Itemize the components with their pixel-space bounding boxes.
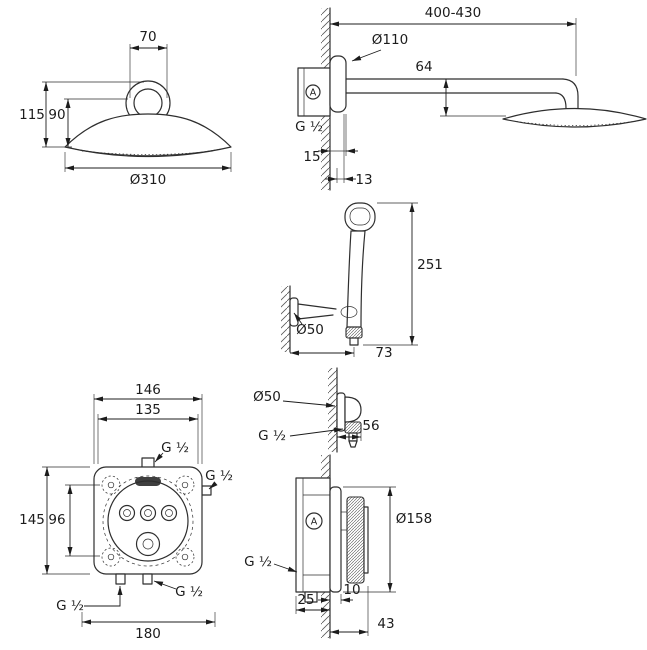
dim-plate-height-outer: 145: [19, 512, 45, 528]
bottom-port-stub-right: [142, 573, 153, 585]
dim-union-diameter: Ø50: [253, 389, 281, 405]
dim-holder-projection: 73: [375, 345, 392, 361]
in-wall-arm-body: [297, 67, 331, 117]
hose-nut: [345, 326, 363, 339]
union-nut: [344, 421, 362, 434]
dim-plate-width-inner: 135: [135, 402, 161, 418]
hose-nipple: [349, 337, 359, 346]
shower-arm-side-view: A 400-430 Ø110 64 G ½ 15 13: [295, 5, 647, 191]
dim-recess-width: 180: [135, 626, 161, 642]
wall-hatch: [328, 368, 337, 452]
dim-head-height-outer: 115: [19, 107, 45, 123]
bottom-supply-stub: [304, 591, 318, 603]
marker-a-circle: [305, 512, 323, 530]
hand-shower-head: [344, 202, 376, 232]
handle-front-face: [363, 506, 369, 574]
marker-a-label: A: [310, 88, 317, 99]
hand-shower-handle: [346, 230, 366, 328]
arm-elbow-inner: [555, 92, 567, 109]
select-button-right: [160, 504, 178, 522]
dim-head-height-inner: 90: [48, 107, 65, 123]
wall-union-view: Ø50 G ½ 56: [253, 367, 380, 453]
hand-shower-face: [349, 207, 371, 226]
dim-holder-diameter: Ø50: [296, 322, 324, 338]
side-escutcheon: [329, 486, 342, 593]
arm-elbow-outer: [562, 78, 579, 109]
head-dome-side: [502, 107, 647, 128]
knurled-handle: [346, 496, 365, 584]
union-cone: [348, 440, 358, 448]
dim-flange-depth: 15: [303, 149, 320, 165]
wall-hatch: [281, 286, 290, 352]
dim-hand-shower-height: 251: [417, 257, 443, 273]
trim-sleeve: [107, 480, 189, 562]
head-dome: [64, 113, 232, 158]
dim-flange-diameter: Ø110: [372, 32, 408, 48]
thread-bottom-left-label: G ½: [56, 598, 84, 614]
arm-thread-label: G ½: [295, 119, 323, 135]
dim-head-mount-width: 70: [139, 29, 156, 45]
mixer-trim-front-view: 146 135 G ½ 145 96 G ½ G ½ G ½ 180: [19, 382, 233, 642]
union-escutcheon: [336, 392, 346, 432]
dim-escutcheon-diameter: Ø158: [396, 511, 432, 527]
bottom-port-stub-left: [115, 573, 126, 585]
holder-bracket: [297, 303, 337, 320]
dim-flange-offset: 13: [355, 172, 372, 188]
thermostat-knob: [135, 531, 161, 557]
dim-plate-height-inner: 96: [48, 512, 65, 528]
union-thread-label: G ½: [258, 428, 286, 444]
marker-a-circle: [305, 84, 321, 100]
dim-escutcheon-depth: 10: [343, 582, 360, 598]
holder-clamp: [340, 306, 358, 318]
select-button-center: [139, 504, 157, 522]
dim-head-drop: 64: [415, 59, 432, 75]
dim-union-projection: 56: [362, 418, 379, 434]
mixer-thread-label: G ½: [244, 554, 272, 570]
hand-shower-view: 251 Ø50 73: [281, 202, 443, 361]
arm-wall-flange: [329, 55, 347, 113]
dim-handle-projection: 43: [377, 616, 394, 632]
union-body: [344, 396, 362, 423]
mixer-valve-side-view: A G ½ Ø158 25 10 43: [244, 454, 432, 639]
shower-head-front-view: 70 115 90 Ø310: [19, 29, 232, 188]
dim-rough-in-depth: 25: [297, 592, 314, 608]
dim-plate-width-outer: 146: [135, 382, 161, 398]
marker-a-label: A: [311, 517, 318, 528]
thread-top-label: G ½: [161, 440, 189, 456]
select-button-left: [118, 504, 136, 522]
dim-arm-length-range: 400-430: [425, 5, 481, 21]
dim-head-diameter: Ø310: [130, 172, 166, 188]
right-port-stub: [201, 485, 212, 496]
thread-bottom-right-label: G ½: [175, 584, 203, 600]
trim-reference-circle: [102, 475, 194, 567]
thread-right-label: G ½: [205, 468, 233, 484]
